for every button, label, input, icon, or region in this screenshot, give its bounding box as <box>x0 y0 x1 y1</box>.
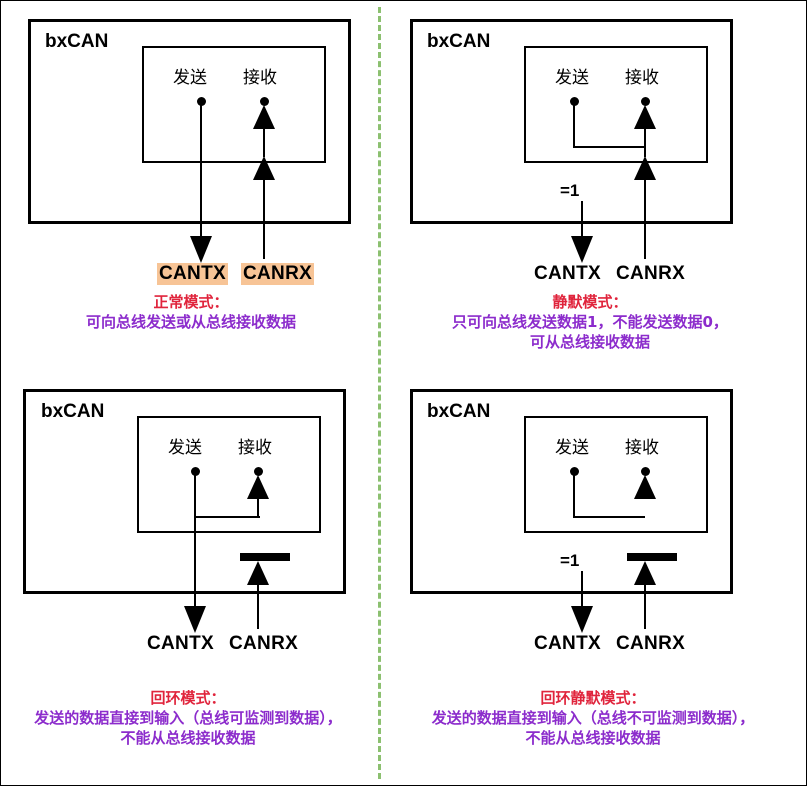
bxcan-outer-box <box>23 389 346 594</box>
rx-inner-arrow-icon <box>634 475 656 499</box>
bxcan-block-label: bxCAN <box>41 401 105 422</box>
tx-signal-line <box>194 471 196 613</box>
tx-loop-vertical <box>573 471 575 518</box>
tx-core-label: 发送 <box>173 68 207 88</box>
panel-loopback-silent-mode: bxCAN 发送 接收 =1 CANTX CANRX 回环静默模式： 发送的数据… <box>382 371 806 785</box>
rx-core-label: 接收 <box>238 438 272 458</box>
tx-core-label: 发送 <box>555 68 589 88</box>
rx-node-dot <box>641 467 650 476</box>
tx-signal-line <box>200 101 202 243</box>
tx-output-line <box>581 571 583 613</box>
bxcan-outer-box <box>28 19 351 224</box>
caption-loopback-mode: 回环模式： 发送的数据直接到输入（总线可监测到数据）， 不能从总线接收数据 <box>5 689 371 748</box>
pin-label-cantx: CANTX <box>157 263 228 285</box>
panel-loopback-mode: bxCAN 发送 接收 CANTX CANRX 回环模式： 发送的数据直接到输入… <box>1 371 378 785</box>
rx-bus-arrow-icon <box>634 561 656 585</box>
caption-title: 静默模式： <box>552 293 628 311</box>
tx-loop-horizontal <box>573 146 645 148</box>
bxcan-outer-box <box>410 389 733 594</box>
caption-normal-mode: 正常模式： 可向总线发送或从总线接收数据 <box>21 293 361 333</box>
rx-core-label: 接收 <box>243 68 277 88</box>
rx-inner-line <box>263 129 265 157</box>
rx-inner-arrow-icon <box>634 105 656 129</box>
tx-loopback-branch <box>194 516 260 518</box>
tx-recessive-level-label: =1 <box>560 181 580 200</box>
pin-label-cantx: CANTX <box>147 633 214 654</box>
bxcan-block-label: bxCAN <box>427 31 491 52</box>
rx-bus-line <box>644 585 646 629</box>
rx-bus-line <box>257 585 259 629</box>
rx-inner-arrow-icon <box>247 475 269 499</box>
caption-line-2: 可从总线接收数据 <box>529 332 650 351</box>
bxcan-inner-core-box <box>142 46 326 163</box>
rx-outer-arrow-icon <box>634 156 656 180</box>
pin-label-cantx: CANTX <box>534 263 601 284</box>
bxcan-inner-core-box <box>137 416 321 533</box>
rx-node-dot <box>641 97 650 106</box>
tx-output-arrow-icon <box>571 606 593 633</box>
tx-output-line <box>581 201 583 243</box>
tx-core-label: 发送 <box>555 438 589 458</box>
rx-loopback-line <box>257 499 259 518</box>
tx-output-arrow-icon <box>190 236 212 263</box>
caption-line-2: 不能从总线接收数据 <box>525 728 661 747</box>
rx-bus-blocked-bar-icon <box>240 553 290 561</box>
pin-label-cantx: CANTX <box>534 633 601 654</box>
caption-silent-mode: 静默模式： 只可向总线发送数据1，不能发送数据0， 可从总线接收数据 <box>390 293 790 352</box>
panel-silent-mode: bxCAN 发送 接收 =1 CANTX CANRX 静默模式： 只可向总线发送… <box>382 1 806 371</box>
bxcan-outer-box <box>410 19 733 224</box>
tx-core-label: 发送 <box>168 438 202 458</box>
caption-line-2: 不能从总线接收数据 <box>120 728 256 747</box>
bxcan-block-label: bxCAN <box>45 31 109 52</box>
rx-core-label: 接收 <box>625 68 659 88</box>
panel-normal-mode: bxCAN 发送 接收 CANTX CANRX 正常模式： 可向总线发送或从总线… <box>1 1 378 371</box>
bxcan-inner-core-box <box>524 46 708 163</box>
pin-label-canrx: CANRX <box>616 633 686 654</box>
pin-label-canrx: CANRX <box>229 633 299 654</box>
tx-loop-vertical <box>573 101 575 148</box>
rx-outer-arrow-icon <box>253 156 275 180</box>
bxcan-block-label: bxCAN <box>427 401 491 422</box>
caption-line-1: 发送的数据直接到输入（总线不可监测到数据）， <box>431 708 755 727</box>
caption-line-1: 发送的数据直接到输入（总线可监测到数据）， <box>34 708 342 727</box>
rx-node-dot <box>254 467 263 476</box>
vertical-dashed-divider <box>378 7 381 779</box>
caption-title: 回环模式： <box>150 689 226 707</box>
caption-loopback-silent-mode: 回环静默模式： 发送的数据直接到输入（总线不可监测到数据）， 不能从总线接收数据 <box>388 689 798 748</box>
caption-line-1: 只可向总线发送数据1，不能发送数据0， <box>452 312 728 331</box>
rx-node-dot <box>260 97 269 106</box>
caption-title: 回环静默模式： <box>540 689 646 707</box>
rx-inner-arrow-icon <box>253 105 275 129</box>
rx-bus-line <box>263 180 265 259</box>
caption-line-1: 可向总线发送或从总线接收数据 <box>85 312 296 331</box>
pin-label-canrx: CANRX <box>616 263 686 284</box>
rx-bus-arrow-icon <box>247 561 269 585</box>
pin-label-canrx: CANRX <box>241 263 315 285</box>
bxcan-inner-core-box <box>524 416 708 533</box>
caption-title: 正常模式： <box>153 293 229 311</box>
tx-loop-horizontal <box>573 516 645 518</box>
rx-inner-line <box>644 129 646 157</box>
tx-output-arrow-icon <box>571 236 593 263</box>
rx-bus-line <box>644 180 646 259</box>
tx-output-arrow-icon <box>184 606 206 633</box>
rx-core-label: 接收 <box>625 438 659 458</box>
tx-recessive-level-label: =1 <box>560 551 580 570</box>
rx-bus-blocked-bar-icon <box>627 553 677 561</box>
